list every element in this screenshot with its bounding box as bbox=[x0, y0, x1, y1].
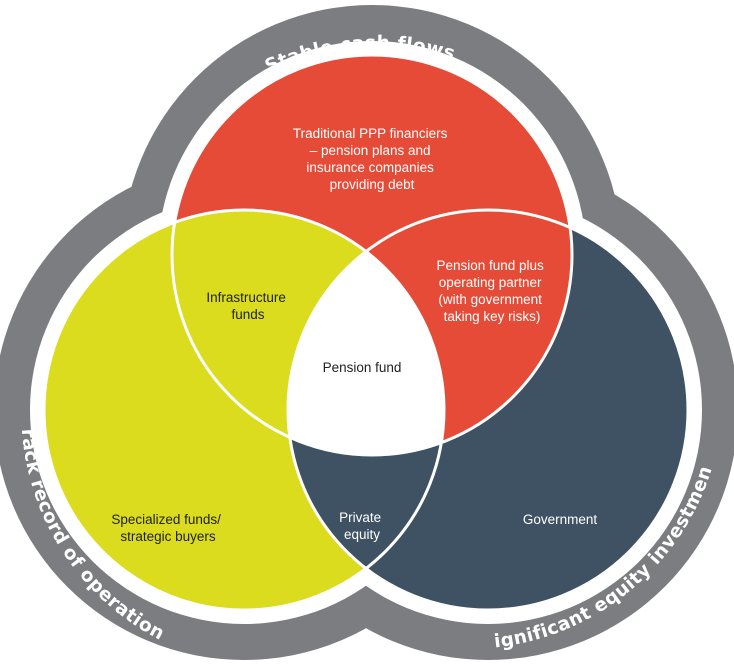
label-center: Pension fund bbox=[323, 360, 402, 375]
circle-top-outline bbox=[170, 53, 574, 457]
label-top-right: Pension fund plus operating partner (wit… bbox=[436, 258, 547, 324]
label-left-only: Specialized funds/ strategic buyers bbox=[111, 512, 224, 544]
venn-circles bbox=[42, 53, 690, 612]
circle-left-outline bbox=[42, 208, 446, 612]
label-top-left: Infrastructure funds bbox=[206, 290, 289, 322]
region-center bbox=[288, 210, 444, 455]
label-left-right: Private equity bbox=[339, 510, 385, 542]
label-right-only: Government bbox=[523, 512, 598, 527]
label-top-only: Traditional PPP financiers – pension pla… bbox=[293, 126, 451, 192]
circle-right-outline bbox=[286, 208, 690, 612]
